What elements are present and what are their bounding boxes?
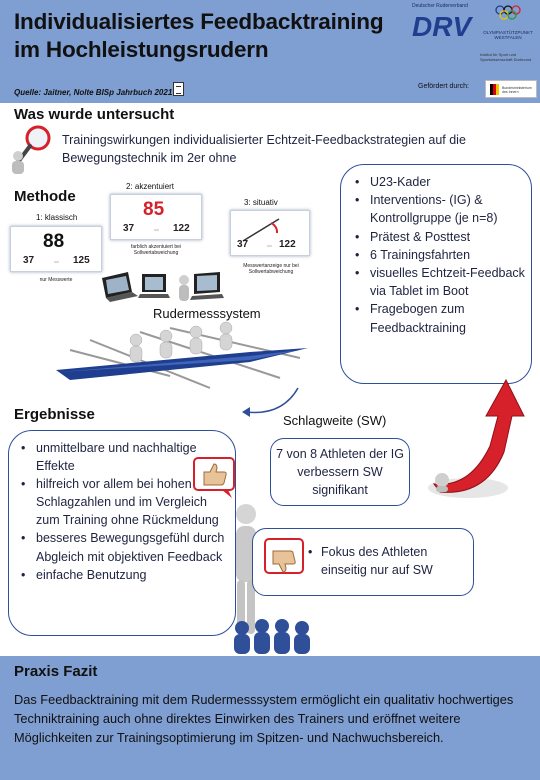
ergebnisse-list-item: einfache Benutzung [21, 566, 233, 584]
section-heading-fazit: Praxis Fazit [14, 663, 98, 680]
panel-1-mid: SW [54, 260, 59, 264]
schlagweite-label: Schlagweite (SW) [283, 413, 387, 428]
olympia-logo-icon [495, 5, 521, 20]
negative-finding-box: •Fokus des Athleten einseitig nur auf SW [252, 528, 474, 596]
panel-3-left: 37 [237, 239, 249, 250]
poster-title: Individualisiertes Feedbacktraining im H… [14, 8, 384, 64]
funded-by-label: Gefördert durch: [418, 83, 469, 90]
rudermesssystem-label: Rudermesssystem [153, 306, 261, 321]
fazit-banner [0, 656, 540, 780]
panel-1-value: 88 [43, 231, 65, 252]
magnifier-figure-icon [12, 125, 51, 174]
drv-logo: DRV [412, 11, 472, 42]
panel-3-right: 122 [279, 239, 296, 250]
section-heading-ergebnisse: Ergebnisse [14, 406, 95, 423]
schlagweite-result-box: 7 von 8 Athleten der IG verbessern SW si… [270, 438, 410, 506]
feedback-panel-classic: 88 37 SW 125 [10, 226, 102, 272]
methode-list-item: Interventions- (IG) & Kontrollgruppe (je… [355, 191, 529, 227]
header-banner [0, 0, 540, 103]
situative-indicator-icon [242, 218, 280, 242]
panel-2-note: farblich akzentuiert bei Sollwertabweich… [130, 244, 182, 256]
feedback-panel-accentuated: 85 37 SW 122 [110, 194, 202, 240]
bmi-logo: Bundesministerium des Innern [485, 80, 537, 98]
ergebnisse-list-item: hilfreich vor allem bei hohen Schlagzahl… [21, 475, 233, 529]
negative-finding-label: Fokus des Athleten einseitig nur auf SW [321, 545, 433, 577]
panel-1-label: 1: klassisch [36, 213, 78, 222]
title-line-1: Individualisiertes Feedbacktraining [14, 9, 384, 34]
panel-1-left: 37 [23, 255, 35, 266]
title-line-2: im Hochleistungsrudern [14, 37, 269, 62]
bmi-text: Bundesministerium des Innern [502, 86, 532, 94]
ergebnisse-list-item: besseres Bewegungsgefühl durch Abgleich … [21, 529, 233, 565]
panel-3-mid: SW [267, 244, 272, 248]
panel-2-left: 37 [123, 223, 135, 234]
feedback-panel-situative: 37 SW 122 [230, 210, 310, 256]
panel-2-right: 122 [173, 223, 190, 234]
olympia-text: OLYMPIASTÜTZPUNKT WESTFALEN [483, 30, 533, 40]
methode-list-item: Fragebogen zum Feedbacktraining [355, 300, 529, 336]
document-icon [173, 82, 184, 96]
curved-arrow-icon [242, 387, 299, 417]
ergebnisse-list: unmittelbare und nachhaltige Effekte hil… [21, 439, 233, 584]
institute-text: Institut für Sport und Sportwissenschaft… [480, 52, 532, 62]
thumbs-down-icon [264, 538, 304, 574]
rowing-boat-icon [56, 321, 308, 389]
presenter-figure-icon [236, 504, 268, 634]
fazit-text: Das Feedbacktraining mit dem Rudermesssy… [14, 692, 514, 745]
devices-illustration-icon [102, 272, 224, 302]
rising-arrow-icon [428, 378, 525, 498]
methode-list-item: visuelles Echtzeit-Feedback via Tablet i… [355, 264, 529, 300]
methode-details-box: U23-Kader Interventions- (IG) & Kontroll… [340, 164, 532, 384]
drv-caption: Deutscher Ruderverband [412, 3, 468, 9]
methode-list-item: Prätest & Posttest [355, 228, 529, 246]
methode-list: U23-Kader Interventions- (IG) & Kontroll… [355, 173, 529, 337]
untersucht-text: Trainingswirkungen individualisierter Ec… [62, 133, 466, 165]
section-heading-methode: Methode [14, 188, 76, 205]
team-huddle-icon [234, 619, 310, 654]
thumbs-up-icon [193, 457, 235, 498]
ergebnisse-list-item: unmittelbare und nachhaltige Effekte [21, 439, 233, 475]
panel-1-right: 125 [73, 255, 90, 266]
panel-3-label: 3: situativ [244, 198, 278, 207]
source-citation: Quelle: Jaitner, Nolte BISp Jahrbuch 202… [14, 88, 173, 97]
methode-list-item: U23-Kader [355, 173, 529, 191]
section-heading-untersucht: Was wurde untersucht [14, 106, 175, 123]
panel-1-note: nur Messwerte [39, 277, 73, 283]
negative-finding-text: •Fokus des Athleten einseitig nur auf SW [308, 545, 433, 577]
panel-2-value: 85 [143, 199, 165, 220]
panel-2-mid: SW [154, 228, 159, 232]
panel-2-label: 2: akzentuiert [126, 182, 175, 191]
panel-3-note: Messwertanzeige nur bei Sollwertabweichu… [243, 263, 299, 275]
methode-list-item: 6 Trainingsfahrten [355, 246, 529, 264]
